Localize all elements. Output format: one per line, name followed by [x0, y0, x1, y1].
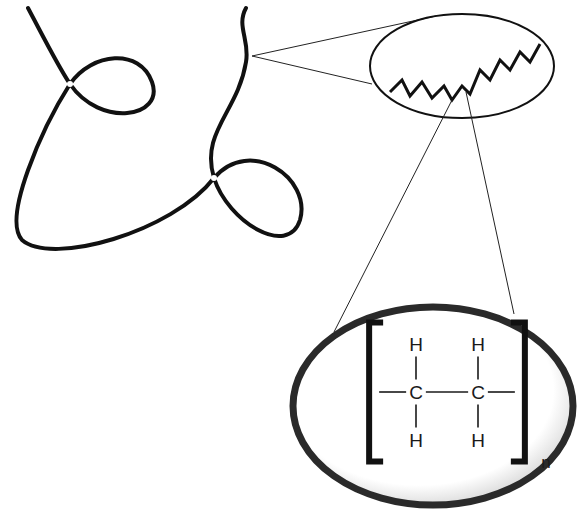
ellipse-outline [288, 302, 578, 510]
atom-label: C [471, 383, 485, 402]
zoom-line [252, 16, 436, 56]
bracket-left [369, 323, 383, 462]
zoom-ellipse [370, 14, 554, 118]
zigzag-chain [390, 44, 540, 100]
bond-line [477, 357, 479, 380]
atom-label: H [471, 431, 485, 450]
bond-line [379, 391, 406, 393]
atom-label: H [409, 335, 423, 354]
bond-line [415, 405, 417, 428]
bond-line [488, 391, 515, 393]
formula-ellipse: H H C C H Hn [288, 302, 578, 510]
bond-line [415, 357, 417, 380]
polymer-chain [17, 8, 302, 249]
ellipse-border [293, 307, 573, 505]
zoom-line [252, 56, 372, 84]
bond-line [426, 391, 468, 393]
atom-label: C [409, 383, 423, 402]
bracket-right [511, 323, 525, 462]
zoom-line [334, 100, 452, 332]
crossing-dot [67, 81, 73, 87]
zoom-line [466, 92, 514, 314]
repeat-subscript: n [541, 454, 550, 471]
atom-label: H [471, 335, 485, 354]
crossing-dot [211, 175, 217, 181]
atom-label: H [409, 431, 423, 450]
bond-line [477, 405, 479, 428]
